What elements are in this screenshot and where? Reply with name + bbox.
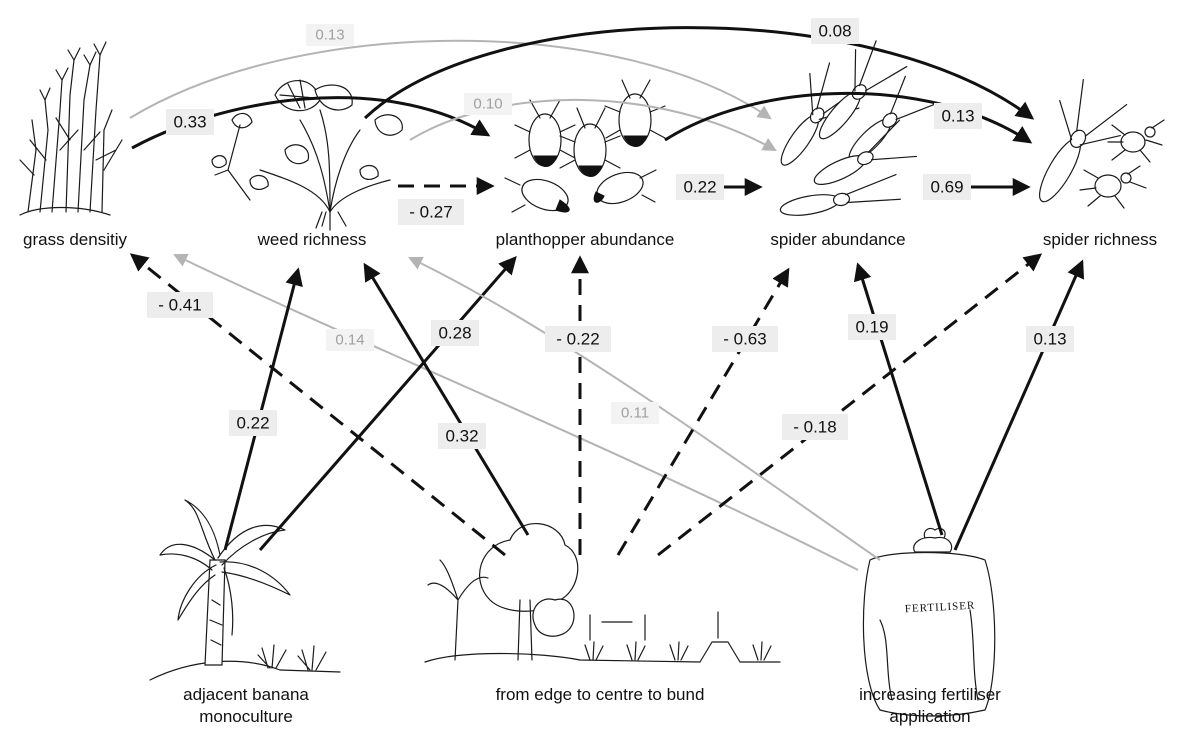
coefficient-label-edge-planthopper: - 0.22 xyxy=(556,330,599,349)
coefficient-label-banana-weed: 0.22 xyxy=(236,414,269,433)
coefficient-label-fert-spiderrich: 0.13 xyxy=(1033,330,1066,349)
planthopper-illustration xyxy=(504,79,666,213)
coefficient-box xyxy=(811,18,859,44)
edge-landscape-illustration xyxy=(424,523,781,663)
coefficient-box xyxy=(229,410,277,436)
spider-abundance-illustration xyxy=(779,40,935,216)
node-banana-line1: adjacent banana xyxy=(183,685,309,704)
coefficient-label-weed-spiderab: 0.10 xyxy=(473,96,502,113)
banana-illustration xyxy=(149,499,341,681)
grass-illustration xyxy=(19,41,123,216)
path-arrow-fert-spiderrich xyxy=(953,259,1085,551)
coefficient-label-fert-weed: 0.11 xyxy=(621,405,649,422)
coefficient-box xyxy=(326,329,374,351)
path-arrow-edge-spiderab xyxy=(616,267,790,556)
coefficient-label-edge-weed: 0.32 xyxy=(445,427,478,446)
coefficient-label-grass-planthopper: 0.33 xyxy=(173,113,206,132)
coefficient-box xyxy=(147,292,213,318)
bag-label: FERTILISER xyxy=(905,600,976,616)
path-arrow-weed-spiderrich xyxy=(363,26,1035,120)
coefficient-box xyxy=(934,103,982,129)
path-arrow-fert-grass xyxy=(173,253,859,571)
coefficient-label-edge-grass: - 0.41 xyxy=(158,296,201,315)
coefficient-box xyxy=(438,423,486,449)
coefficient-label-weed-planthopper: - 0.27 xyxy=(409,203,452,222)
path-arrow-edge-weed xyxy=(363,262,530,536)
coefficient-label-planthopper-spiderab: 0.22 xyxy=(683,178,716,197)
coefficient-box xyxy=(923,174,971,200)
spider-richness-illustration xyxy=(1039,78,1165,209)
coefficient-box xyxy=(611,402,659,424)
path-arrow-fert-spiderab xyxy=(853,262,944,536)
node-fertiliser-line1: increasing fertiliser xyxy=(859,685,1001,704)
coefficient-box xyxy=(166,109,214,135)
coefficient-box xyxy=(545,326,611,352)
node-weed-richness: weed richness xyxy=(257,230,367,249)
path-arrow-weed-spiderab xyxy=(409,99,777,152)
coefficient-box xyxy=(464,93,512,115)
path-arrow-planthopper-spiderrich xyxy=(664,91,1033,144)
node-spider-richness: spider richness xyxy=(1043,230,1157,249)
node-planthopper-abundance: planthopper abundance xyxy=(496,230,675,249)
coefficient-label-banana-planthopper: 0.28 xyxy=(438,324,471,343)
weed-illustration xyxy=(211,79,403,231)
path-arrow-grass-spiderab xyxy=(129,39,772,120)
coefficient-label-spiderab-spiderrich: 0.69 xyxy=(930,178,963,197)
coefficient-box xyxy=(431,320,479,346)
coefficient-label-weed-spiderrich: 0.08 xyxy=(818,22,851,41)
coefficient-label-edge-spiderab: - 0.63 xyxy=(723,330,766,349)
coefficient-label-planthopper-spiderrich: 0.13 xyxy=(941,107,974,126)
coefficient-label-edge-spiderrich: - 0.18 xyxy=(793,418,836,437)
coefficient-label-fert-spiderab: 0.19 xyxy=(855,318,888,337)
coefficient-box xyxy=(306,24,354,46)
path-coefficients: 0.13 0.33 0.08 0.10 - 0.27 0.13 0.22 0.69 - 0.41… xyxy=(147,18,1074,449)
coefficient-box xyxy=(1026,326,1074,352)
fertiliser-bag-illustration: FERTILISER xyxy=(862,527,996,717)
path-arrow-edge-spiderrich xyxy=(657,253,1043,557)
coefficient-box xyxy=(676,174,724,200)
node-fertiliser-line2: application xyxy=(889,707,970,726)
coefficient-box xyxy=(782,414,848,440)
node-banana-line2: monoculture xyxy=(199,707,293,726)
node-edge-gradient: from edge to centre to bund xyxy=(496,685,705,704)
node-grass-density: grass densitiy xyxy=(23,230,127,249)
path-arrow-banana-planthopper xyxy=(258,255,517,551)
coefficient-label-grass-spiderab: 0.13 xyxy=(315,27,344,44)
coefficient-box xyxy=(398,199,464,225)
coefficient-box xyxy=(712,326,778,352)
coefficient-label-fert-grass: 0.14 xyxy=(335,332,364,349)
node-spider-abundance: spider abundance xyxy=(770,230,905,249)
coefficient-box xyxy=(848,314,896,340)
